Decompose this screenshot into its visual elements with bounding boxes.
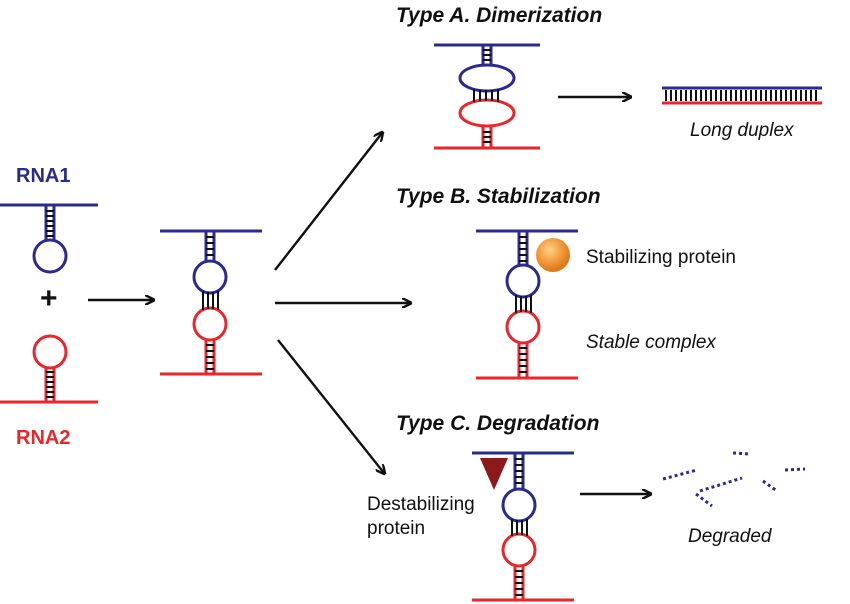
type-b-heading: Type B. Stabilization: [396, 185, 601, 208]
type-a-heading: Type A. Dimerization: [396, 4, 602, 27]
arrow-to-type-c: [277, 339, 384, 473]
destabilizing-protein-label-line2: protein: [367, 518, 425, 539]
arrow-to-type-a: [274, 133, 382, 271]
rna2-label: RNA2: [16, 427, 70, 449]
rna2-hairpin: [0, 334, 98, 404]
destabilizing-protein-label-line1: Destabilizing: [367, 494, 475, 515]
type-a-dimer: [434, 43, 540, 150]
kissing-complex: [160, 229, 262, 376]
degraded-fragments: [662, 451, 806, 508]
plus-sign: +: [40, 282, 58, 315]
degraded-label: Degraded: [688, 526, 773, 547]
type-c-complex: [472, 451, 574, 602]
long-duplex: [662, 86, 822, 105]
stabilizing-protein-icon: [536, 238, 570, 272]
stable-complex-label: Stable complex: [586, 332, 717, 353]
long-duplex-label: Long duplex: [690, 120, 795, 141]
rna1-hairpin: [0, 203, 98, 274]
stabilizing-protein-label: Stabilizing protein: [586, 247, 736, 268]
destabilizing-protein-icon: [480, 458, 508, 490]
rna1-label: RNA1: [16, 165, 70, 187]
type-b-complex: [476, 229, 578, 380]
type-c-heading: Type C. Degradation: [396, 412, 599, 435]
